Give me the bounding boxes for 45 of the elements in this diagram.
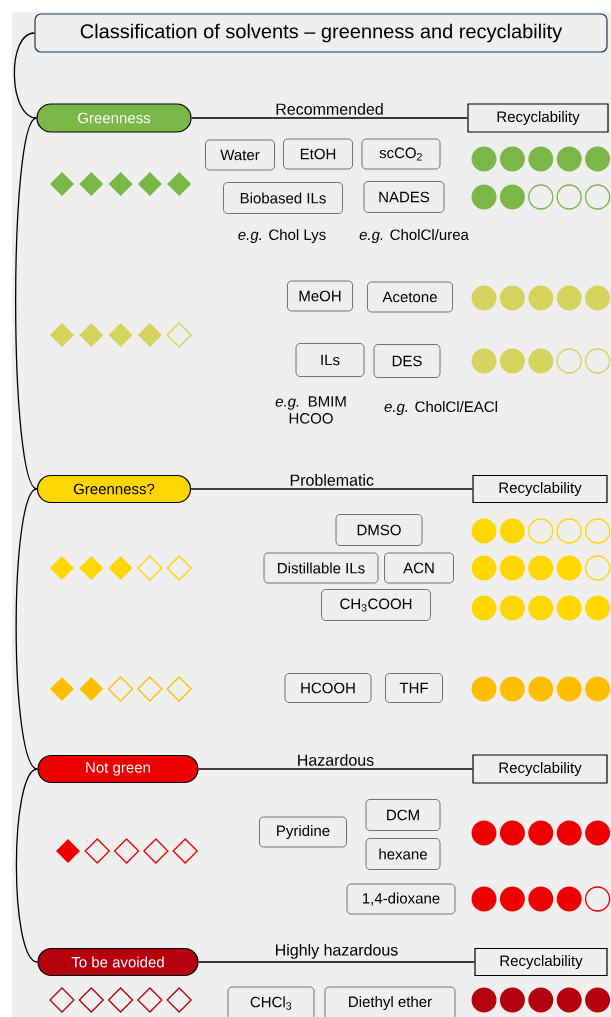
- solvent-box: ILs: [295, 343, 365, 377]
- solvent-box: Pyridine: [259, 816, 347, 848]
- solvent-box: Distillable ILs: [263, 552, 379, 584]
- recyclability-box: Recyclability: [472, 474, 608, 504]
- category-pill: Not green: [37, 754, 199, 784]
- solvent-box: EtOH: [283, 138, 353, 170]
- category-pill: To be avoided: [37, 947, 199, 977]
- solvent-box: NADES: [363, 181, 445, 213]
- connector-line: [190, 117, 469, 119]
- edge-label: Recommended: [274, 102, 385, 116]
- recyclability-box: Recyclability: [472, 754, 608, 784]
- connector-line: [197, 768, 474, 770]
- solvent-box: hexane: [365, 838, 441, 870]
- edge-label: Hazardous: [295, 753, 376, 767]
- solvent-box: DES: [373, 344, 441, 378]
- edge-label: Problematic: [288, 473, 375, 487]
- example-note: e.g. CholCl/urea: [359, 229, 469, 243]
- example-note: e.g. BMIM HCOO: [275, 396, 346, 424]
- connector-line: [15, 488, 39, 770]
- connector-line: [197, 961, 476, 963]
- solvent-box: DCM: [365, 799, 441, 831]
- connector-line: [15, 768, 39, 963]
- solvent-box: 1,4-dioxane: [346, 883, 456, 915]
- solvent-box: MeOH: [287, 280, 353, 312]
- solvent-box: CHCl$_{3}$: [227, 986, 315, 1017]
- solvent-box: CH$_{3}$COOH: [321, 589, 431, 621]
- solvent-box: scCO$_{2}$: [361, 138, 441, 170]
- solvent-box: ACN: [384, 552, 454, 584]
- connector-line: [190, 488, 474, 490]
- solvent-box: THF: [385, 673, 443, 703]
- category-pill: Greenness?: [36, 474, 192, 504]
- recyclability-box: Recyclability: [467, 103, 609, 133]
- solvent-box: Water: [205, 139, 275, 171]
- solvent-box: Diethyl ether: [324, 986, 456, 1017]
- example-note: e.g. CholCl/EACl: [384, 401, 497, 415]
- solvent-box: Acetone: [367, 281, 453, 313]
- solvent-box: HCOOH: [284, 673, 372, 703]
- example-note: e.g. Chol Lys: [238, 229, 326, 243]
- title-box: Classification of solvents – greenness and recyclability: [34, 13, 608, 53]
- solvent-box: DMSO: [335, 514, 423, 546]
- connector-line: [15, 117, 38, 490]
- solvent-box: Biobased ILs: [223, 182, 343, 214]
- connector-line: [13, 32, 38, 119]
- category-pill: Greenness: [36, 103, 192, 133]
- recyclability-box: Recyclability: [474, 947, 608, 977]
